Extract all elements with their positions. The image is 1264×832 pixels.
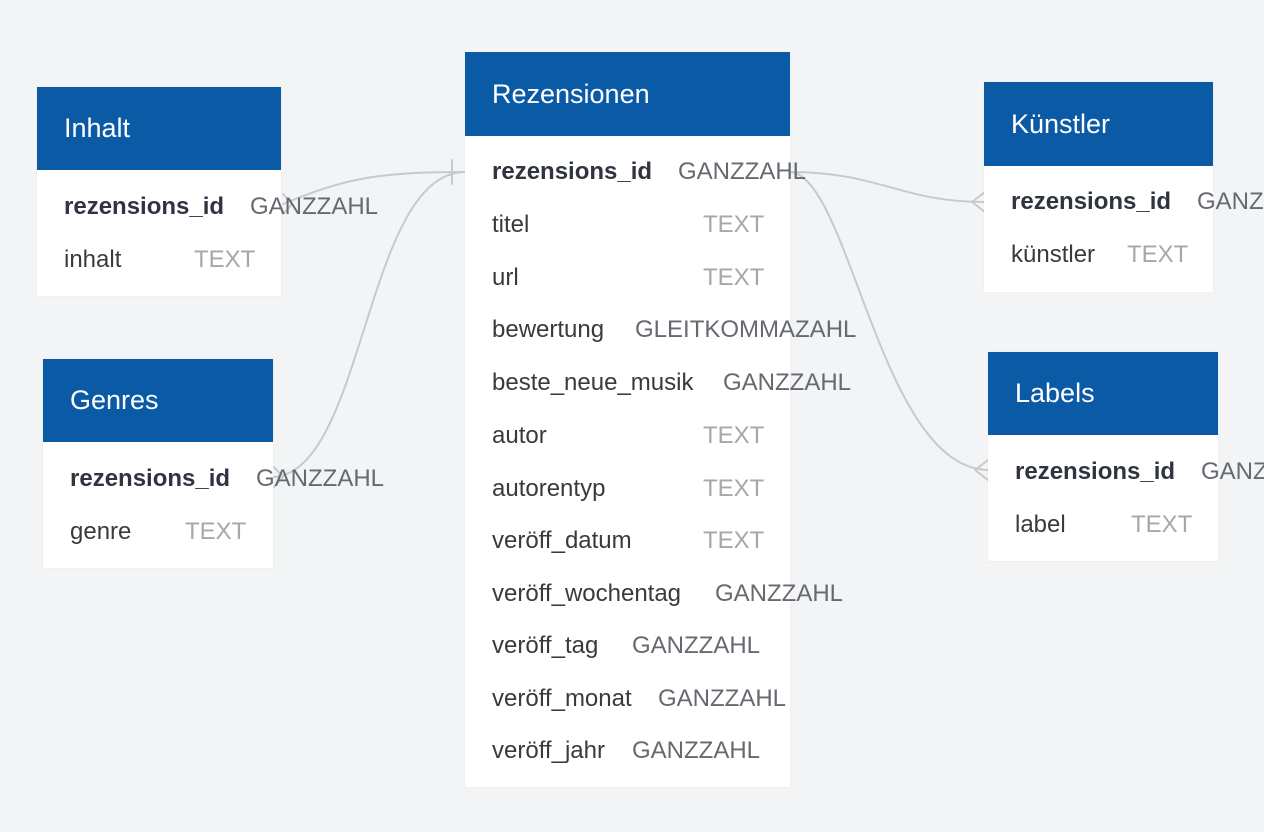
table-row[interactable]: rezensions_id GANZ bbox=[1015, 458, 1264, 485]
table-inhalt[interactable]: Inhalt rezensions_id GANZZAHL inhalt TEX… bbox=[37, 87, 378, 296]
table-row[interactable]: veröff_datum TEXT bbox=[492, 527, 764, 554]
column-name: veröff_wochentag bbox=[492, 580, 682, 607]
table-row[interactable]: url TEXT bbox=[492, 264, 764, 291]
table-row[interactable]: veröff_monat GANZZAHL bbox=[492, 685, 786, 712]
table-title: Inhalt bbox=[64, 113, 131, 143]
crowsfoot-labels-icon bbox=[974, 459, 989, 481]
column-type: GANZZAHL bbox=[632, 737, 761, 764]
column-name: rezensions_id bbox=[492, 158, 653, 185]
table-labels[interactable]: Labels rezensions_id GANZ label TEXT bbox=[988, 352, 1264, 561]
column-type: GANZ bbox=[1197, 188, 1264, 215]
table-row[interactable]: rezensions_id GANZZAHL bbox=[492, 158, 806, 185]
column-name: label bbox=[1015, 511, 1066, 538]
column-type: GANZ bbox=[1201, 458, 1264, 485]
table-row[interactable]: genre TEXT bbox=[70, 518, 246, 545]
column-name: autor bbox=[492, 422, 547, 449]
column-type: GANZZAHL bbox=[715, 580, 844, 607]
column-name: veröff_datum bbox=[492, 527, 632, 554]
table-row[interactable]: rezensions_id GANZZAHL bbox=[64, 193, 378, 220]
column-name: titel bbox=[492, 211, 530, 238]
table-header-inhalt[interactable]: Inhalt bbox=[37, 87, 281, 170]
column-name: beste_neue_musik bbox=[492, 369, 694, 396]
table-header-genres[interactable]: Genres bbox=[43, 359, 273, 442]
column-type: TEXT bbox=[703, 211, 765, 238]
table-row[interactable]: veröff_jahr GANZZAHL bbox=[492, 737, 760, 764]
column-name: url bbox=[492, 264, 519, 291]
relation-line-rezensionen-kuenstler bbox=[789, 171, 986, 203]
table-row[interactable]: label TEXT bbox=[1015, 511, 1192, 538]
table-header-rezensionen[interactable]: Rezensionen bbox=[465, 52, 790, 136]
column-type: GANZZAHL bbox=[723, 369, 852, 396]
column-type: GANZZAHL bbox=[250, 193, 379, 220]
table-row[interactable]: inhalt TEXT bbox=[64, 246, 255, 273]
table-title: Rezensionen bbox=[492, 78, 650, 109]
column-type: TEXT bbox=[185, 518, 247, 545]
table-header-labels[interactable]: Labels bbox=[988, 352, 1218, 435]
column-name: bewertung bbox=[492, 316, 605, 343]
table-row[interactable]: veröff_wochentag GANZZAHL bbox=[492, 580, 843, 607]
column-name: veröff_tag bbox=[492, 632, 599, 659]
table-genres[interactable]: Genres rezensions_id GANZZAHL genre TEXT bbox=[43, 359, 384, 568]
column-name: inhalt bbox=[64, 246, 122, 273]
column-name: autorentyp bbox=[492, 475, 606, 502]
table-row[interactable]: rezensions_id GANZ bbox=[1011, 188, 1264, 215]
table-title: Künstler bbox=[1011, 108, 1111, 139]
column-type: TEXT bbox=[1131, 511, 1193, 538]
column-type: GANZZAHL bbox=[678, 158, 807, 185]
column-name: künstler bbox=[1011, 241, 1096, 268]
column-type: TEXT bbox=[703, 422, 765, 449]
table-row[interactable]: autorentyp TEXT bbox=[492, 475, 764, 502]
table-rezensionen[interactable]: Rezensionen rezensions_id GANZZAHL titel… bbox=[465, 52, 856, 787]
column-type: TEXT bbox=[703, 527, 765, 554]
column-type: GANZZAHL bbox=[632, 632, 761, 659]
table-row[interactable]: beste_neue_musik GANZZAHL bbox=[492, 369, 851, 396]
table-row[interactable]: bewertung GLEITKOMMAZAHL bbox=[492, 316, 856, 343]
table-row[interactable]: titel TEXT bbox=[492, 211, 764, 238]
table-header-kuenstler[interactable]: Künstler bbox=[984, 82, 1213, 166]
column-name: rezensions_id bbox=[1011, 188, 1172, 215]
column-name: veröff_jahr bbox=[492, 737, 605, 764]
table-title: Labels bbox=[1015, 378, 1095, 408]
column-name: rezensions_id bbox=[70, 465, 231, 492]
table-row[interactable]: rezensions_id GANZZAHL bbox=[70, 465, 384, 492]
column-type: GLEITKOMMAZAHL bbox=[635, 316, 857, 343]
column-name: rezensions_id bbox=[64, 193, 225, 220]
column-type: GANZZAHL bbox=[256, 465, 385, 492]
column-type: TEXT bbox=[703, 475, 765, 502]
table-row[interactable]: veröff_tag GANZZAHL bbox=[492, 632, 760, 659]
column-type: TEXT bbox=[703, 264, 765, 291]
table-kuenstler[interactable]: Künstler rezensions_id GANZ künstler TEX… bbox=[984, 82, 1264, 292]
column-name: veröff_monat bbox=[492, 685, 632, 712]
table-row[interactable]: autor TEXT bbox=[492, 422, 764, 449]
column-name: rezensions_id bbox=[1015, 458, 1176, 485]
column-type: TEXT bbox=[194, 246, 256, 273]
column-type: GANZZAHL bbox=[658, 685, 787, 712]
column-type: TEXT bbox=[1127, 241, 1189, 268]
table-title: Genres bbox=[70, 385, 159, 415]
column-name: genre bbox=[70, 518, 132, 545]
table-row[interactable]: künstler TEXT bbox=[1011, 241, 1188, 268]
